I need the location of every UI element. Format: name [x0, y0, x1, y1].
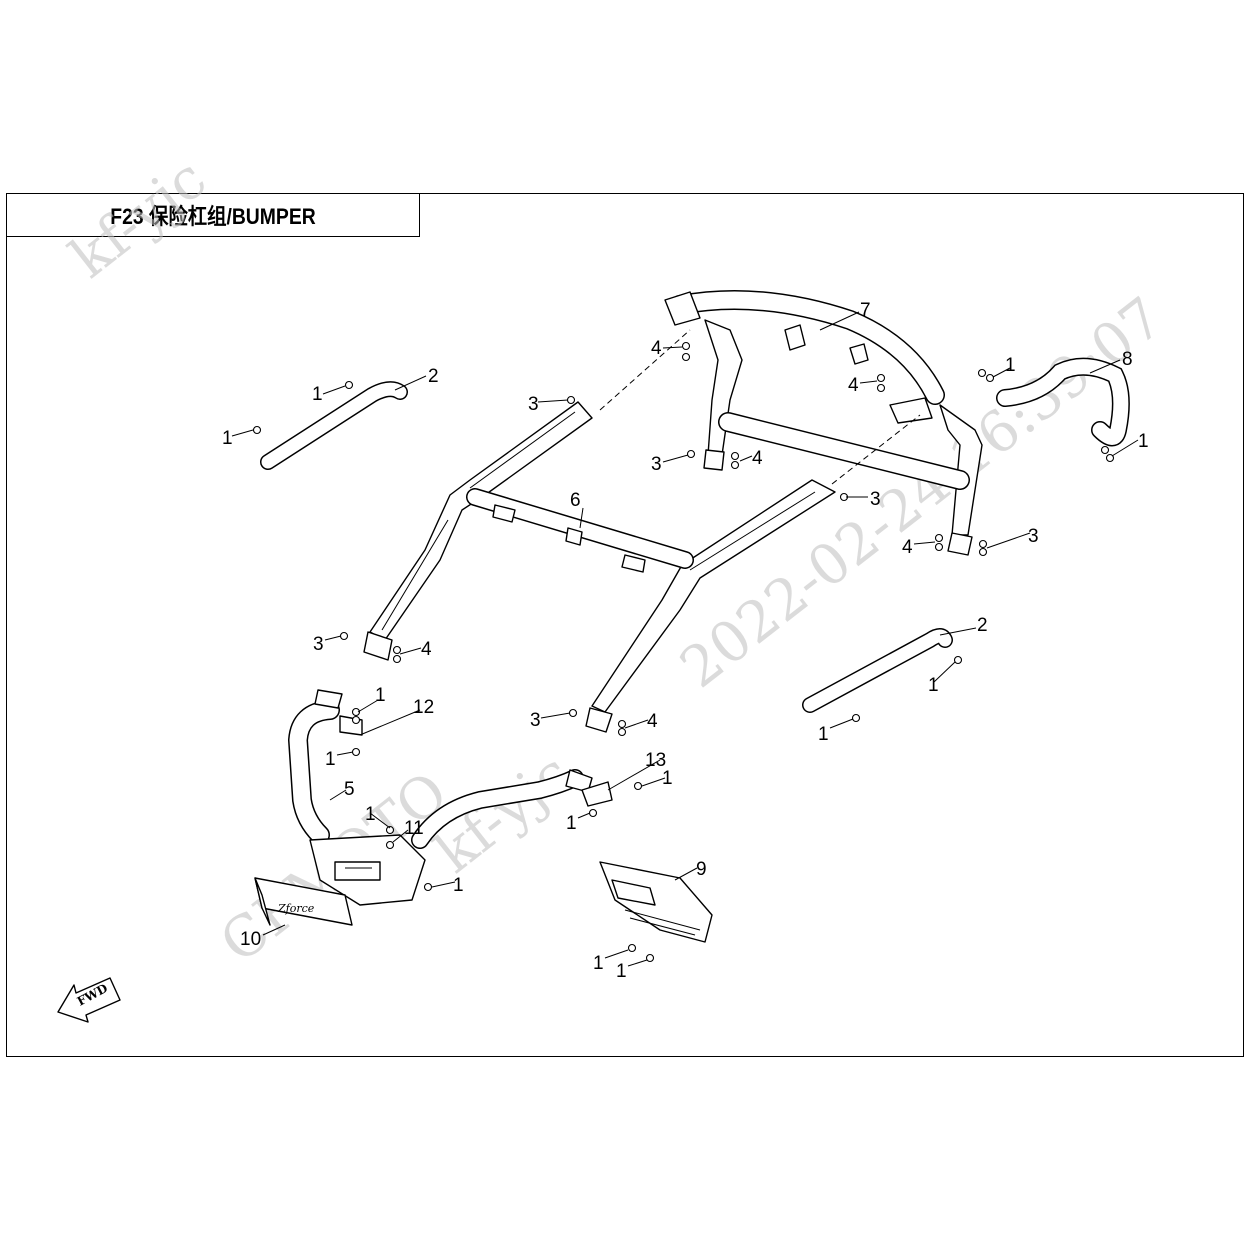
callout-4: 4	[421, 639, 432, 660]
fasteners	[252, 341, 1115, 963]
callouts: 1 2 1 3 4 7 3 4 4 3 1 8 1 4 3 6 3 4 3 4 …	[222, 300, 1149, 982]
part-11-winch-mount	[309, 834, 426, 906]
callout-4: 4	[647, 711, 658, 732]
callout-4: 4	[752, 448, 763, 469]
part-10-front-plate: Zforce	[254, 877, 353, 926]
callout-8: 8	[1122, 349, 1133, 370]
callout-7: 7	[860, 300, 871, 321]
callout-4: 4	[902, 537, 913, 558]
part-9-rear-plate	[599, 861, 713, 943]
callout-3: 3	[651, 454, 662, 475]
page-title: F23 保险杠组/BUMPER	[110, 204, 316, 229]
alignment-lines	[599, 329, 921, 485]
watermark: kf-yjc kf-yjc CFMOTO 2022-02-24 16:39:07	[59, 146, 1176, 976]
part-5-front-bumper	[287, 689, 593, 849]
callout-1: 1	[566, 813, 577, 834]
callout-13: 13	[645, 750, 666, 771]
callout-1: 1	[1138, 431, 1149, 452]
callout-1: 1	[453, 875, 464, 896]
callout-1: 1	[325, 749, 336, 770]
callout-1: 1	[375, 685, 386, 706]
callout-4: 4	[848, 375, 859, 396]
callout-4: 4	[651, 338, 662, 359]
drawing-frame	[6, 193, 1244, 1057]
leader-lines	[231, 311, 1139, 967]
part-6-roll-cage	[363, 401, 973, 733]
callout-11: 11	[404, 818, 424, 839]
callout-3: 3	[530, 710, 541, 731]
callout-1: 1	[818, 724, 829, 745]
callout-1: 1	[365, 804, 376, 825]
callout-1: 1	[928, 675, 939, 696]
callout-12: 12	[413, 697, 434, 718]
rear-frame-verticals	[704, 319, 983, 536]
callout-9: 9	[696, 859, 707, 880]
watermark-user: kf-yjc	[59, 146, 219, 291]
callout-1: 1	[593, 953, 604, 974]
part-8-rear-bar	[996, 357, 1130, 447]
callout-6: 6	[570, 490, 581, 511]
fwd-arrow: FWD	[57, 977, 121, 1023]
part-13-bracket	[581, 781, 613, 807]
part-7-rear-upper-bar	[664, 290, 945, 424]
callout-1: 1	[312, 384, 323, 405]
callout-3: 3	[313, 634, 324, 655]
part-2-grab-bar-right	[802, 628, 953, 713]
title-box: F23 保险杠组/BUMPER	[6, 193, 420, 237]
callout-1: 1	[1005, 355, 1016, 376]
callout-10: 10	[240, 929, 261, 950]
callout-1: 1	[662, 768, 673, 789]
emblem-text: Zforce	[277, 902, 315, 915]
callout-3: 3	[528, 394, 539, 415]
callout-1: 1	[616, 961, 627, 982]
part-2-grab-bar-left	[260, 381, 408, 470]
callout-5: 5	[344, 779, 355, 800]
callout-3: 3	[1028, 526, 1039, 547]
callout-2: 2	[977, 615, 988, 636]
callout-2: 2	[428, 366, 439, 387]
callout-3: 3	[870, 489, 881, 510]
callout-1: 1	[222, 428, 233, 449]
